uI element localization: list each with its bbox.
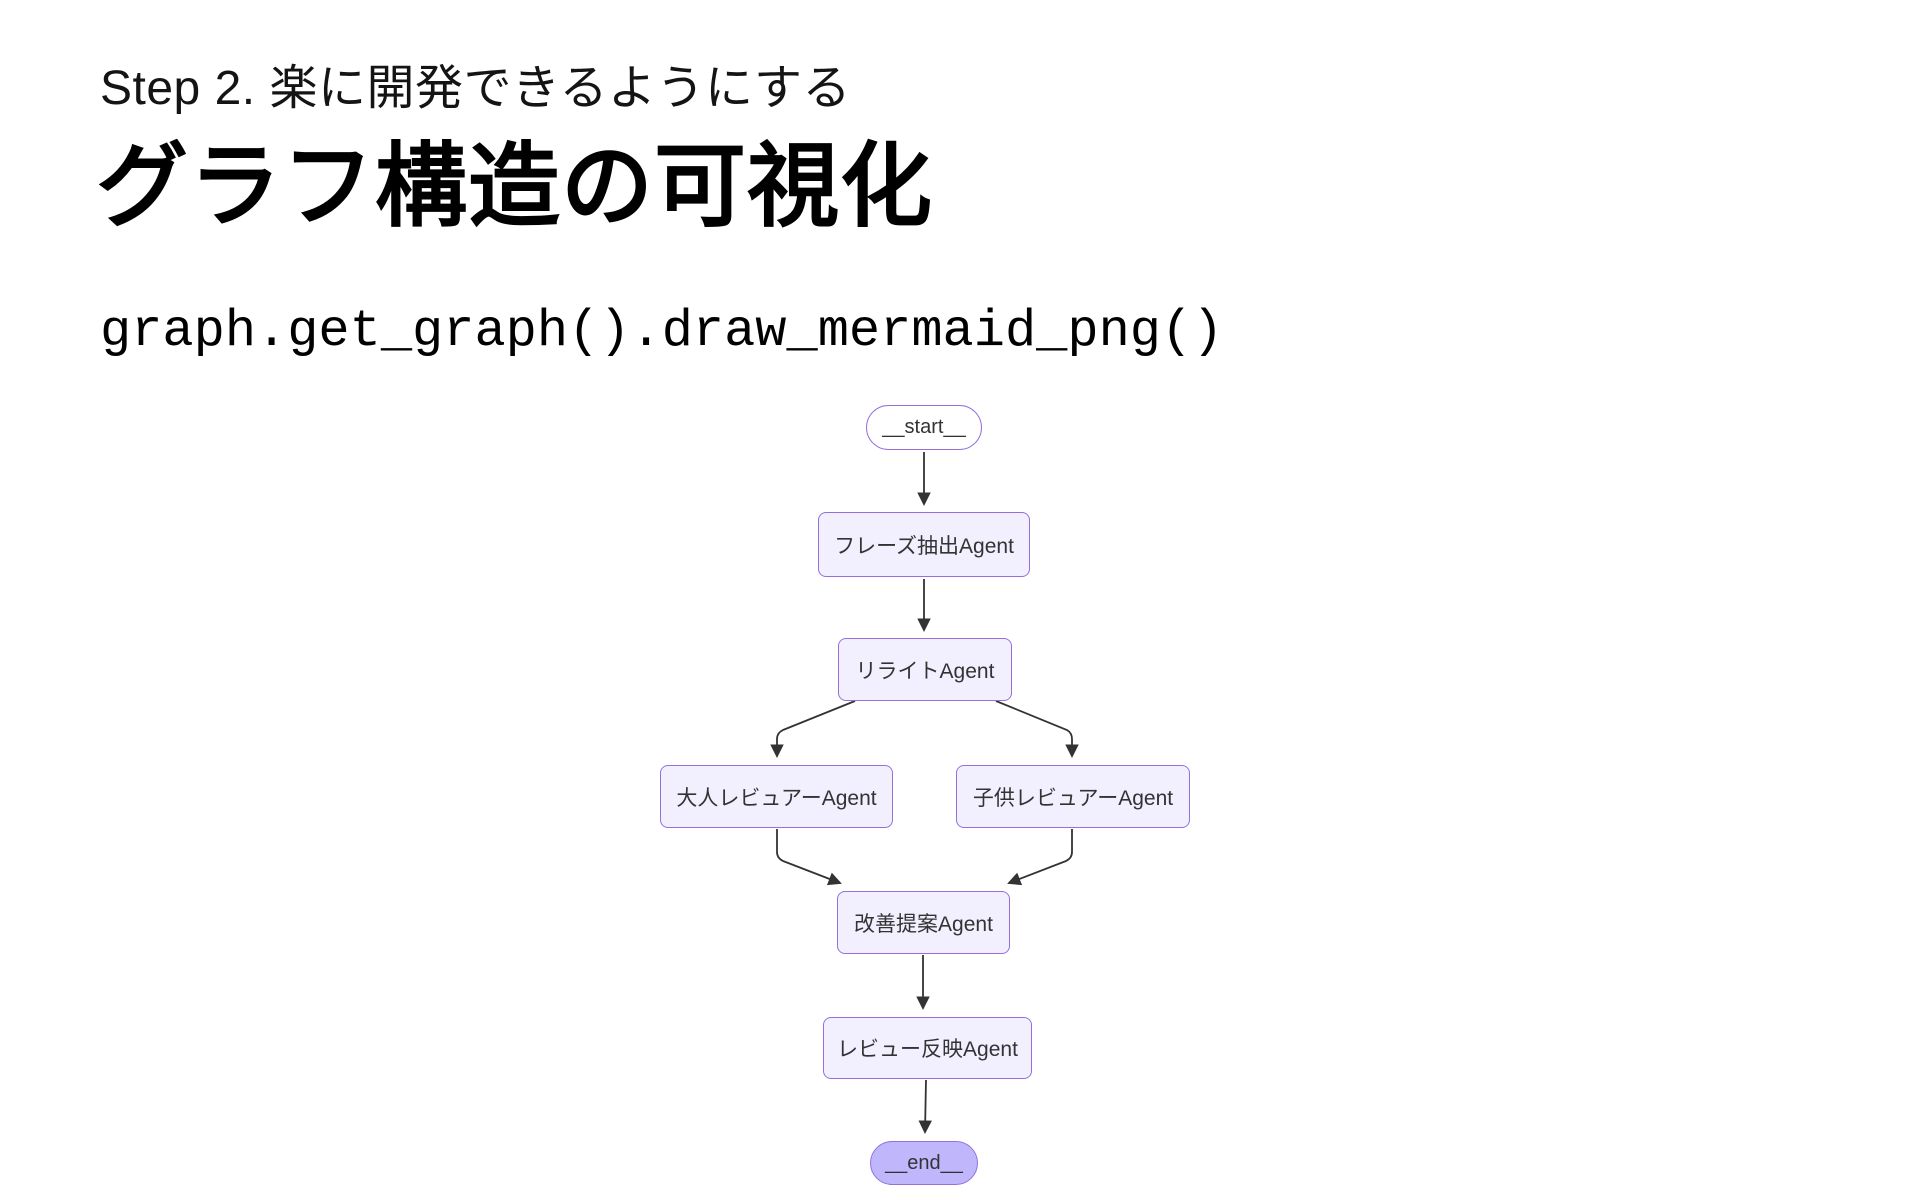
node-child-reviewer-agent: 子供レビュアーAgent [956,765,1190,828]
node-start: __start__ [866,405,982,450]
node-phrase-label: フレーズ抽出Agent [834,534,1014,558]
node-review-reflect-agent: レビュー反映Agent [823,1017,1032,1079]
node-end-label: __end__ [885,1151,963,1174]
edge-rewrite-adult [770,700,856,759]
edge-reflect-end [918,1079,932,1135]
node-adult-label: 大人レビュアーAgent [676,786,877,810]
node-rewrite-label: リライトAgent [855,659,995,683]
node-reflect-label: レビュー反映Agent [837,1038,1018,1061]
node-child-label: 子供レビュアーAgent [972,786,1174,810]
node-start-label: __start__ [882,416,966,438]
node-adult-reviewer-agent: 大人レビュアーAgent [660,765,893,828]
node-improvement-proposal-agent: 改善提案Agent [837,891,1010,954]
code-snippet: graph.get_graph().draw_mermaid_png() [100,302,1224,361]
edge-rewrite-child [995,700,1079,759]
node-improve-label: 改善提案Agent [854,912,993,936]
edge-adult-improve [776,829,842,886]
page-title: グラフ構造の可視化 [96,136,934,238]
step-subtitle: Step 2. 楽に開発できるようにする [100,62,851,115]
edge-child-improve [1007,829,1073,886]
node-end: __end__ [870,1141,978,1185]
node-rewrite-agent: リライトAgent [838,638,1012,701]
node-phrase-extract-agent: フレーズ抽出Agent [818,512,1030,577]
